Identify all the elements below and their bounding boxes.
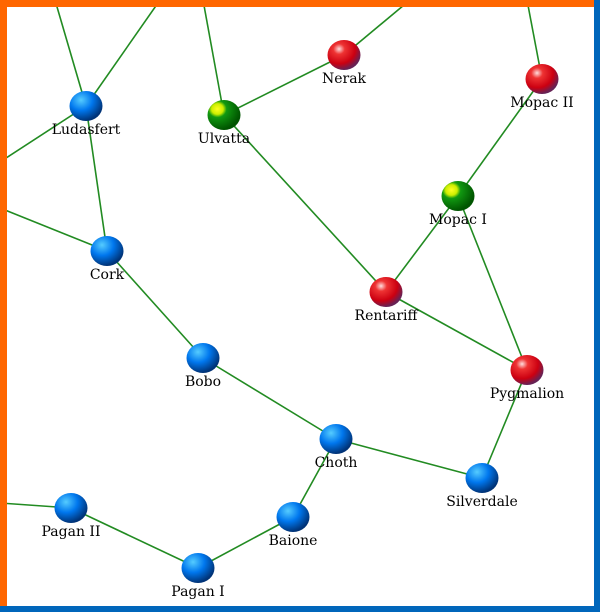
system-label-silverdale[interactable]: Silverdale: [446, 494, 518, 510]
border-left: [0, 0, 7, 612]
system-node-pygmalion[interactable]: [510, 355, 544, 385]
hyperlane-choth-silverdale: [335, 438, 483, 479]
hyperlane-ludasfert-cork: [85, 105, 108, 252]
system-label-pagan2[interactable]: Pagan II: [41, 524, 101, 540]
system-node-pagan2[interactable]: [54, 493, 88, 523]
system-label-rentariff[interactable]: Rentariff: [354, 308, 418, 324]
hyperlane-ludasfert-offmap-w1: [0, 105, 87, 163]
hyperlane-pagan1-pagan2: [70, 507, 199, 569]
hyperlane-ulvatta-nerak: [223, 54, 345, 116]
system-node-baione[interactable]: [276, 502, 310, 532]
hyperlane-ludasfert-offmap-n1: [54, 0, 87, 107]
hyperlane-baione-pagan1: [197, 516, 294, 569]
hyperlane-cork-bobo: [106, 250, 204, 359]
system-node-ulvatta[interactable]: [207, 100, 241, 130]
system-node-mopac2[interactable]: [525, 64, 559, 94]
system-label-mopac1[interactable]: Mopac I: [429, 212, 487, 228]
hyperlane-rentariff-pygmalion: [385, 291, 528, 371]
border-bottom: [0, 606, 600, 612]
system-label-nerak[interactable]: Nerak: [321, 71, 367, 87]
system-label-ulvatta[interactable]: Ulvatta: [197, 131, 251, 147]
system-node-bobo[interactable]: [186, 343, 220, 373]
system-label-bobo[interactable]: Bobo: [184, 374, 222, 390]
system-node-nerak[interactable]: [327, 40, 361, 70]
hyperlanes: [0, 0, 543, 569]
hyperlane-pygmalion-silverdale: [481, 369, 528, 479]
hyperlane-mopac1-pygmalion: [457, 195, 528, 371]
system-label-pygmalion[interactable]: Pygmalion: [489, 386, 565, 402]
system-label-choth[interactable]: Choth: [314, 455, 358, 471]
system-label-mopac2[interactable]: Mopac II: [510, 95, 574, 111]
hyperlane-mopac1-mopac2: [457, 78, 543, 197]
system-node-rentariff[interactable]: [369, 277, 403, 307]
system-node-pagan1[interactable]: [181, 553, 215, 583]
border-top: [0, 0, 600, 7]
hyperlane-bobo-choth: [202, 357, 337, 440]
hyperlane-ulvatta-offmap-n3: [202, 0, 225, 116]
hyperlane-rentariff-mopac1: [385, 195, 459, 293]
system-label-baione[interactable]: Baione: [268, 533, 318, 549]
border-right: [594, 0, 600, 612]
system-label-cork[interactable]: Cork: [89, 267, 125, 283]
hyperlane-ulvatta-rentariff: [223, 114, 387, 293]
star-systems: [54, 40, 559, 583]
system-label-pagan1[interactable]: Pagan I: [171, 584, 225, 600]
system-label-ludasfert[interactable]: Ludasfert: [51, 122, 121, 138]
system-node-cork[interactable]: [90, 236, 124, 266]
system-node-silverdale[interactable]: [465, 463, 499, 493]
hyperlane-cork-offmap-w2: [0, 207, 108, 252]
system-node-ludasfert[interactable]: [69, 91, 103, 121]
hyperlane-ludasfert-offmap-n2: [85, 0, 161, 107]
system-node-mopac1[interactable]: [441, 181, 475, 211]
system-node-choth[interactable]: [319, 424, 353, 454]
